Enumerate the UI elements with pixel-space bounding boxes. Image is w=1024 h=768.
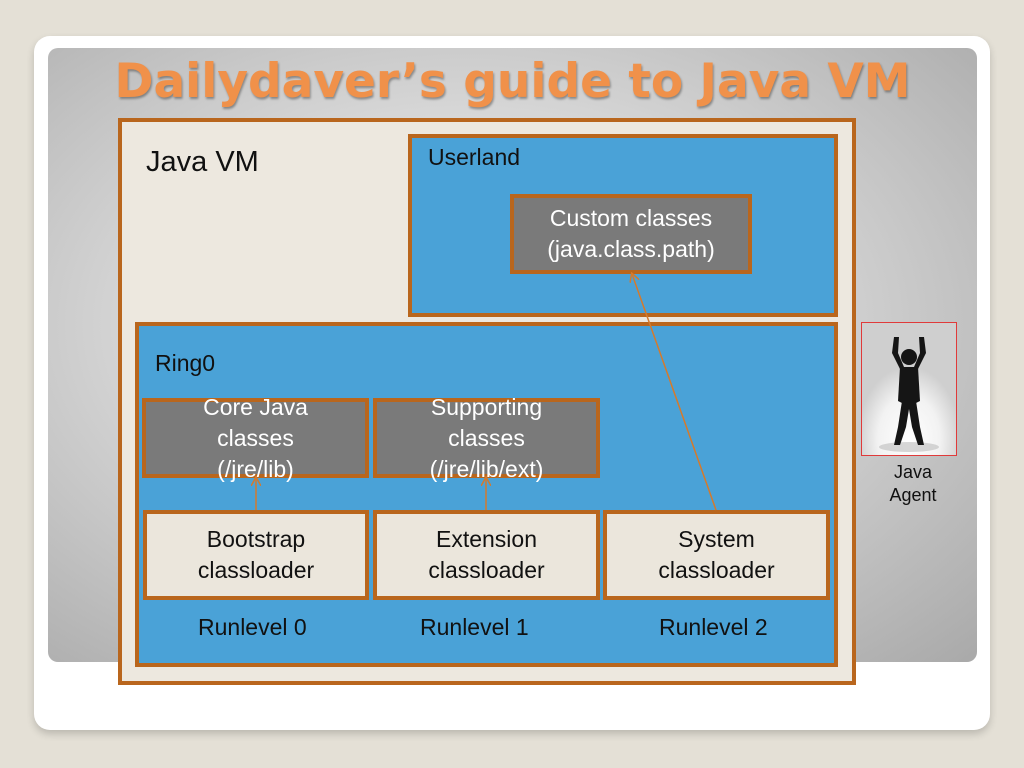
ring0-label: Ring0	[155, 350, 216, 376]
slide-title: Dailydaver’s guide to Java VM	[114, 54, 911, 109]
java-agent-label: Java Agent	[889, 462, 937, 505]
person-arms-raised-icon	[862, 323, 956, 455]
system-classloader-box: System classloader	[603, 510, 830, 600]
system-to-custom-arrow	[632, 274, 717, 511]
supporting-classes-box: Supporting classes (/jre/lib/ext)	[373, 394, 600, 482]
runlevel-0-label: Runlevel 0	[198, 614, 307, 640]
userland-label: Userland	[428, 144, 521, 170]
extension-classloader-box: Extension classloader	[373, 510, 600, 600]
java-vm-label: Java VM	[146, 146, 259, 178]
java-agent-image	[861, 322, 957, 456]
runlevel-1-label: Runlevel 1	[420, 614, 529, 640]
custom-classes-box: Custom classes (java.class.path)	[510, 194, 752, 274]
bootstrap-classloader-box: Bootstrap classloader	[143, 510, 369, 600]
runlevel-2-label: Runlevel 2	[659, 614, 768, 640]
ring0-box	[135, 322, 838, 667]
core-java-classes-box: Core Java classes (/jre/lib)	[142, 394, 369, 482]
